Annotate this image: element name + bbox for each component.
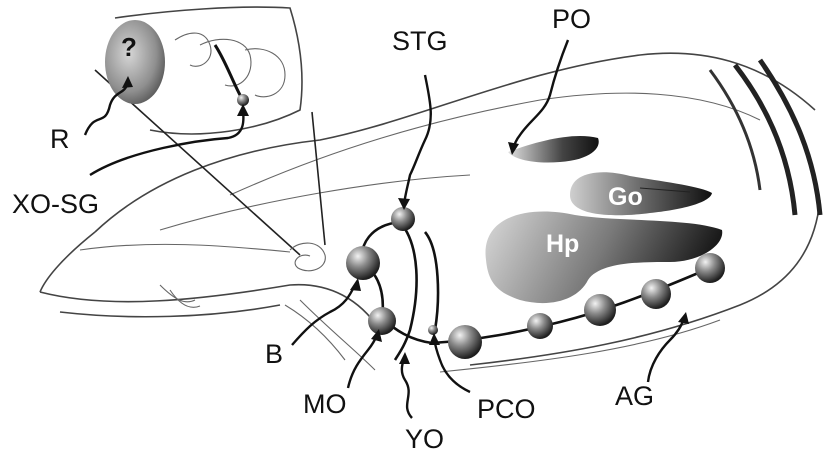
abdominal-ganglion-3 [641, 279, 671, 309]
abdominal-ganglion-4 [695, 253, 725, 283]
abdominal-ganglion-2 [584, 294, 616, 326]
go-label: Go [608, 183, 643, 211]
mo-label: MO [303, 389, 347, 419]
hepatopancreas [486, 211, 723, 303]
pco-label: PCO [477, 394, 536, 424]
po-label: PO [552, 4, 591, 34]
xo-sg-label: XO-SG [12, 189, 99, 219]
stomatogastric-ganglion [391, 207, 415, 231]
post-commissural-organ [428, 325, 438, 335]
xo-sg-tract [215, 45, 240, 95]
stg-label: STG [392, 26, 448, 56]
ag-label: AG [615, 381, 654, 411]
pericardial-organ [508, 136, 599, 163]
eye-question-label: ? [121, 32, 137, 62]
brain-ganglion [346, 246, 380, 280]
r-label: R [50, 124, 70, 154]
thoracic-ganglion [448, 325, 482, 359]
yo-label: YO [405, 424, 444, 454]
mandibular-organ [368, 307, 396, 335]
hp-label: Hp [546, 230, 579, 258]
abdominal-ganglion-1 [527, 313, 553, 339]
b-label: B [265, 339, 283, 369]
